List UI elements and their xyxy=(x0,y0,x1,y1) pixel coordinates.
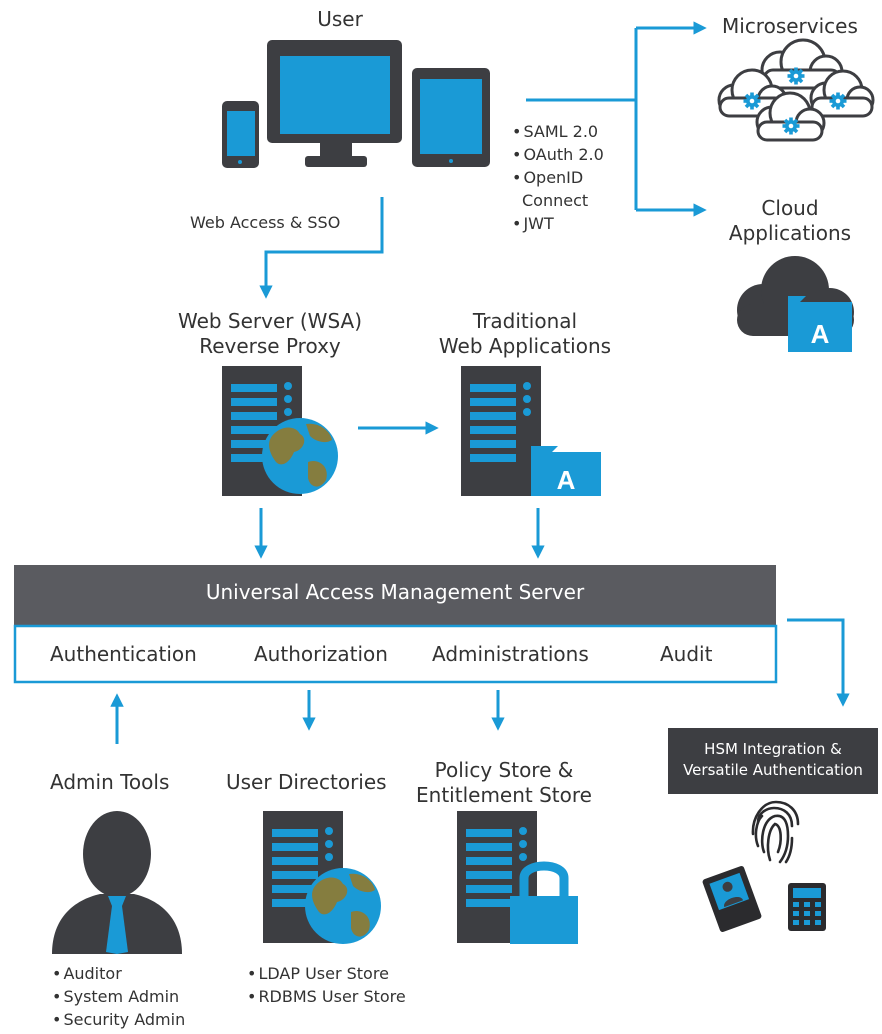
uam-server-box xyxy=(13,565,778,684)
uam-title: Universal Access Management Server xyxy=(205,580,585,604)
module-administrations: Administrations xyxy=(432,642,589,666)
lock-icon xyxy=(510,861,578,944)
application-folder-icon: A xyxy=(531,446,601,496)
hsm-line1: HSM Integration & xyxy=(704,740,842,758)
admin-role-item: Security Admin xyxy=(52,1008,185,1031)
phone-icon xyxy=(222,101,259,168)
admin-tools-label: Admin Tools xyxy=(50,770,170,794)
web-access-label: Web Access & SSO xyxy=(190,213,341,232)
module-authorization: Authorization xyxy=(254,642,388,666)
cloud-applications-line1: Cloud xyxy=(761,196,819,220)
token-calculator-icon xyxy=(788,883,826,931)
traditional-app-badge: A xyxy=(557,465,576,495)
cloud-applications-label: Cloud Applications xyxy=(712,196,868,246)
user-store-item: LDAP User Store xyxy=(247,962,406,985)
protocol-item: JWT xyxy=(512,212,604,235)
monitor-icon xyxy=(267,40,402,167)
microservices-label: Microservices xyxy=(722,14,858,38)
user-store-list: LDAP User Store RDBMS User Store xyxy=(247,962,406,1008)
user-directories-label: User Directories xyxy=(226,770,387,794)
cloud-applications-icon: A xyxy=(737,256,854,352)
web-server-line2: Reverse Proxy xyxy=(199,334,341,358)
admin-person-icon xyxy=(52,811,182,954)
microservices-clouds-icon xyxy=(717,38,875,142)
user-store-item: RDBMS User Store xyxy=(247,985,405,1008)
user-to-web-server-arrow xyxy=(259,197,384,299)
fingerprint-icon xyxy=(751,800,800,864)
module-authentication: Authentication xyxy=(50,642,197,666)
policy-store-line1: Policy Store & xyxy=(434,758,574,782)
traditional-line2: Web Applications xyxy=(438,334,612,358)
policy-store-label: Policy Store & Entitlement Store xyxy=(406,758,602,808)
globe-icon xyxy=(262,418,338,494)
cloud-applications-line2: Applications xyxy=(728,221,852,245)
module-audit: Audit xyxy=(660,642,713,666)
policy-store-line2: Entitlement Store xyxy=(416,783,592,807)
id-card-icon xyxy=(702,866,762,932)
protocol-item: OAuth 2.0 xyxy=(512,143,603,166)
web-server-label: Web Server (WSA) Reverse Proxy xyxy=(150,309,390,359)
traditional-line1: Traditional xyxy=(472,309,578,333)
directory-globe-icon xyxy=(305,868,381,944)
admin-role-item: System Admin xyxy=(52,985,185,1008)
protocol-item: Connect xyxy=(522,191,589,210)
protocol-item: SAML 2.0 xyxy=(512,120,604,143)
web-server-line1: Web Server (WSA) xyxy=(177,309,363,333)
protocol-list: SAML 2.0 OAuth 2.0 OpenID Connect JWT xyxy=(512,120,604,235)
hsm-box xyxy=(668,728,878,794)
microservice-gear-icons xyxy=(743,67,847,135)
hsm-label: HSM Integration & Versatile Authenticati… xyxy=(668,739,878,781)
user-label: User xyxy=(317,7,363,31)
admin-roles-list: Auditor System Admin Security Admin xyxy=(52,962,185,1031)
traditional-label: Traditional Web Applications xyxy=(410,309,640,359)
protocol-item: OpenID xyxy=(512,166,604,189)
admin-role-item: Auditor xyxy=(52,962,185,985)
hsm-line2: Versatile Authentication xyxy=(683,761,863,779)
uam-to-hsm-arrow xyxy=(787,618,850,707)
cloud-app-badge: A xyxy=(811,319,830,349)
traditional-server-icon xyxy=(461,366,541,496)
protocol-branch-arrows xyxy=(526,21,707,217)
tablet-icon xyxy=(412,68,490,167)
